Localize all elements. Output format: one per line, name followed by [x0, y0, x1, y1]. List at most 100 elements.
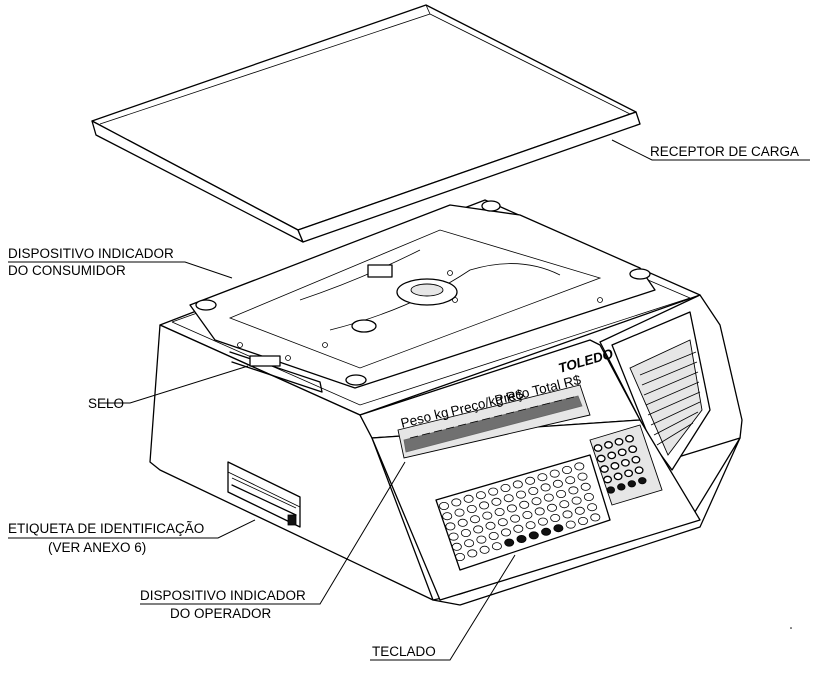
function-key [617, 483, 626, 491]
keyboard-key [482, 511, 493, 520]
keyboard-key [479, 501, 490, 510]
keyboard-key [469, 515, 480, 524]
label-etiqueta-2: (VER ANEXO 6) [48, 540, 146, 555]
keyboard-key [506, 504, 517, 513]
keyboard-key [537, 473, 548, 482]
keyboard-key [531, 497, 542, 506]
keyboard-key [494, 507, 505, 516]
callout-labels: RECEPTOR DE CARGA DISPOSITIVO INDICADOR … [8, 144, 799, 659]
keyboard-key [512, 480, 523, 489]
keyboard-key [562, 510, 573, 519]
keyboard-key [537, 517, 548, 526]
keyboard-key [442, 512, 453, 521]
keyboard-key [504, 538, 515, 547]
keyboard-key [562, 465, 573, 474]
label-consumidor-2: DO CONSUMIDOR [8, 263, 126, 278]
keyboard-key [528, 531, 539, 540]
keyboard-key [534, 507, 545, 516]
function-key [634, 466, 644, 475]
keyboard-key [525, 476, 536, 485]
label-etiqueta-1: ETIQUETA DE IDENTIFICAÇÃO [8, 521, 204, 536]
keyboard-key [497, 518, 508, 527]
keyboard-key [541, 527, 552, 536]
keyboard-key [565, 476, 576, 485]
leader-lines [8, 139, 810, 661]
keyboard-key [519, 500, 530, 509]
keyboard-key [525, 521, 536, 530]
function-key [638, 477, 647, 485]
keyboard-key [543, 493, 554, 502]
function-key [593, 444, 603, 452]
function-key [607, 451, 617, 460]
keyboard-key [574, 462, 585, 471]
label-receptor: RECEPTOR DE CARGA [650, 144, 799, 159]
keyboard-key [491, 542, 502, 551]
keyboard-key [448, 532, 459, 541]
keyboard-key [587, 503, 598, 512]
load-receptor-pan [91, 4, 641, 243]
keyboard-key [488, 487, 499, 496]
keyboard-key [466, 504, 477, 513]
keyboard-key [553, 524, 564, 533]
keyboard-key [451, 498, 462, 507]
keyboard-key [522, 510, 533, 519]
keyboard-key [454, 508, 465, 517]
keyboard-key [580, 482, 591, 491]
keyboard [435, 434, 647, 571]
keyboard-key [574, 506, 585, 515]
function-key [631, 455, 641, 464]
function-key [627, 480, 636, 488]
label-operador-2: DO OPERADOR [170, 606, 272, 621]
keyboard-key [513, 524, 524, 533]
keyboard-key [503, 494, 514, 503]
keyboard-key [552, 479, 563, 488]
function-key [624, 469, 634, 478]
function-key [614, 437, 624, 446]
keyboard-key [460, 529, 471, 538]
function-key [603, 475, 613, 484]
keyboard-key [445, 522, 456, 531]
display-digits [409, 396, 575, 439]
function-key [613, 472, 623, 481]
keyboard-key [485, 521, 496, 530]
keyboard-key [500, 528, 511, 537]
keyboard-key [451, 542, 462, 551]
function-key [620, 458, 630, 467]
function-key [625, 434, 634, 443]
label-operador-1: DISPOSITIVO INDICADOR [140, 588, 306, 603]
keyboard-key [479, 545, 490, 554]
keyboard-key [528, 486, 539, 495]
keyboard-key [491, 497, 502, 506]
function-key [606, 486, 615, 494]
keyboard-key [556, 489, 567, 498]
keyboard-key [559, 500, 570, 509]
label-selo: SELO [88, 396, 124, 411]
keyboard-key [510, 514, 521, 523]
label-teclado: TECLADO [372, 644, 436, 659]
function-key [617, 448, 627, 457]
keyboard-key [550, 514, 561, 523]
keyboard-key [565, 520, 576, 529]
keyboard-key [500, 483, 511, 492]
keyboard-key [540, 483, 551, 492]
keyboard-key [454, 553, 465, 562]
keyboard-key [475, 491, 486, 500]
keyboard-key [467, 549, 478, 558]
keyboard-key [547, 503, 558, 512]
keyboard-key [590, 513, 601, 522]
function-key [604, 441, 613, 449]
keyboard-key [516, 490, 527, 499]
stray-dot [790, 627, 792, 629]
keyboard-key [464, 539, 475, 548]
keyboard-key [438, 501, 449, 510]
keyboard-key [463, 494, 474, 503]
keyboard-key [578, 517, 589, 526]
keyboard-key [571, 496, 582, 505]
keyboard-key [583, 492, 594, 501]
keyboard-key [516, 535, 527, 544]
function-key [610, 462, 620, 470]
function-key [628, 445, 638, 454]
keyboard-key [473, 525, 484, 534]
